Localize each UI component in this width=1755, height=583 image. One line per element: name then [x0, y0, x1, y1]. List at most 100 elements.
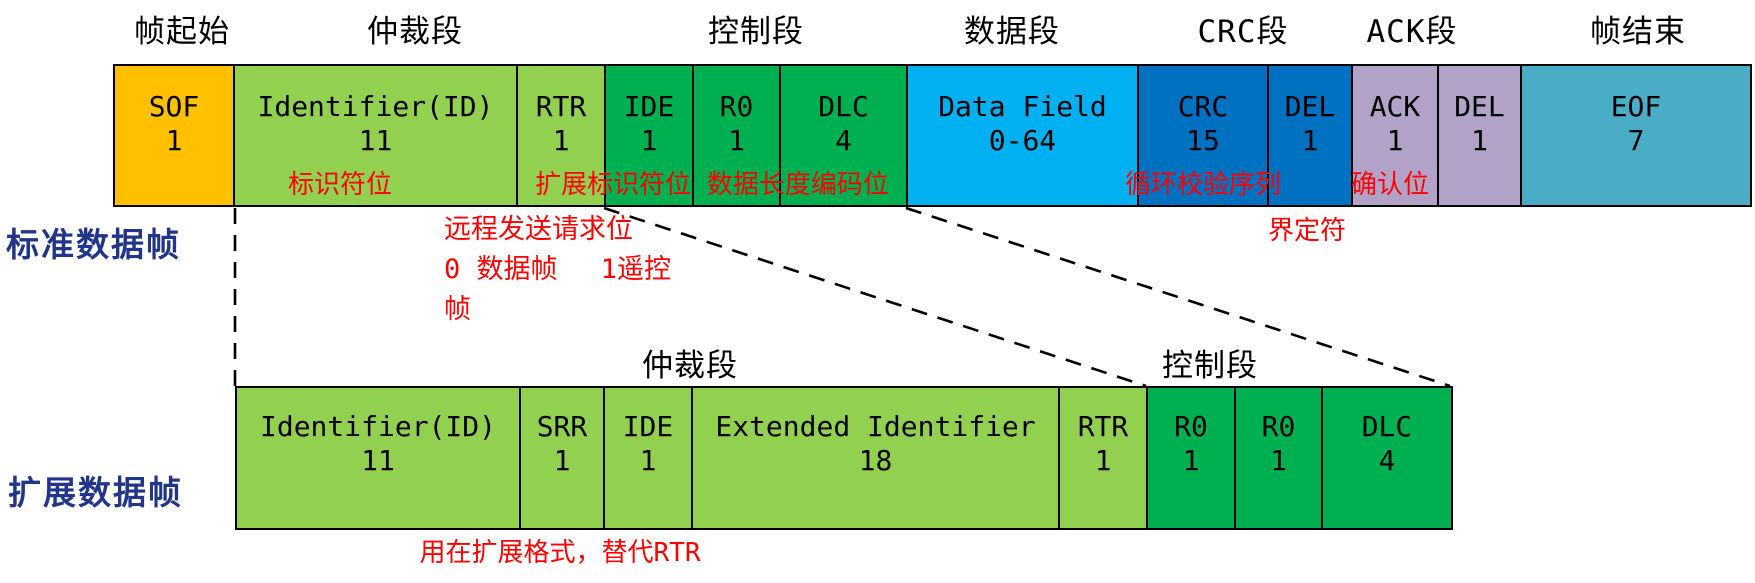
standard-cell-del-after-crc-bits: 1 [1301, 123, 1319, 157]
standard-cell-ide-label: IDE [623, 89, 675, 123]
standard-cell-sof-label: SOF [148, 89, 200, 123]
annotation-ack-note: 确认位 [1350, 170, 1430, 200]
annotation-rtr-note-line-0: 远程发送请求位 [444, 214, 633, 245]
extended-cell-identifier-id-label: Identifier(ID) [259, 410, 496, 443]
standard-cell-ack-label: ACK [1369, 89, 1421, 123]
standard-cell-eof-label: EOF [1610, 89, 1662, 123]
standard-cell-ack-bits: 1 [1386, 123, 1404, 157]
extended-segment-header-1: 控制段 [1162, 348, 1258, 384]
extended-cell-srr-label: SRR [536, 410, 588, 443]
standard-cell-identifier-id-text: Identifier(ID)11 [257, 90, 493, 158]
standard-cell-identifier-id-bits: 11 [358, 123, 393, 157]
extended-cell-r0-b-label: R0 [1261, 410, 1296, 443]
standard-segment-header-5: ACK段 [1366, 14, 1458, 50]
standard-cell-r0-bits: 1 [728, 123, 745, 157]
extended-cell-extended-identifier-label: Extended Identifier [715, 410, 1036, 443]
standard-segment-header-6: 帧结束 [1590, 14, 1686, 50]
standard-segment-header-2: 控制段 [708, 14, 804, 50]
extended-cell-dlc-label: DLC [1361, 410, 1413, 443]
extended-frame-row-label: 扩展数据帧 [8, 473, 183, 512]
standard-cell-del-after-ack-bits: 1 [1471, 123, 1488, 157]
extended-cell-identifier-id-text: Identifier(ID)11 [260, 410, 496, 478]
standard-segment-header-1: 仲裁段 [367, 14, 463, 50]
annotation-crc-note: 循环校验序列 [1124, 170, 1282, 200]
extended-cell-ide-label: IDE [622, 410, 674, 443]
extended-cell-r0-a-bits: 1 [1182, 444, 1200, 477]
standard-cell-del-after-crc-label: DEL [1284, 89, 1336, 123]
standard-frame-row-label: 标准数据帧 [6, 225, 181, 264]
extended-cell-rtr-bits: 1 [1094, 444, 1112, 477]
annotation-identifier-note: 标识符位 [287, 170, 393, 200]
extended-cell-identifier-id: Identifier(ID)11 [235, 386, 519, 530]
annotation-rtr-note-line-2: 帧 [444, 294, 471, 325]
standard-cell-crc-label: CRC [1177, 89, 1229, 123]
standard-segment-header-3: 数据段 [964, 14, 1060, 50]
standard-cell-crc-bits: 15 [1186, 123, 1220, 157]
annotation-control-note: 扩展标识符位 数据长度编码位 [535, 170, 889, 200]
standard-cell-ide-bits: 1 [640, 123, 658, 157]
standard-cell-eof-bits: 7 [1627, 123, 1645, 157]
standard-cell-data-field-bits: 0-64 [988, 123, 1057, 157]
standard-cell-dlc-bits: 4 [835, 123, 852, 157]
extended-cell-r0-a-label: R0 [1174, 410, 1208, 443]
extended-cell-identifier-id-bits: 11 [361, 444, 395, 477]
standard-segment-header-0: 帧起始 [134, 14, 230, 50]
standard-cell-sof-bits: 1 [165, 123, 183, 157]
annotation-del-note: 界定符 [1267, 216, 1347, 246]
annotation-rtr-note-line-1: 0 数据帧 1遥控 [444, 254, 672, 285]
annotation-srr-note: 用在扩展格式，替代RTR [419, 538, 701, 568]
standard-cell-dlc-label: DLC [818, 89, 869, 123]
standard-cell-rtr-label: RTR [535, 89, 587, 123]
standard-cell-r0-label: R0 [719, 89, 754, 123]
extended-cell-srr-bits: 1 [553, 444, 571, 477]
standard-cell-del-after-ack-label: DEL [1454, 89, 1505, 123]
standard-cell-data-field-label: Data Field [938, 89, 1107, 123]
extended-cell-extended-identifier-bits: 18 [858, 444, 893, 477]
extended-cell-dlc-bits: 4 [1378, 444, 1396, 477]
annotation-rtr-note: 远程发送请求位 0 数据帧 1遥控帧 [444, 210, 671, 330]
standard-cell-identifier-id: Identifier(ID)11 [233, 64, 516, 207]
standard-cell-rtr-bits: 1 [552, 123, 570, 157]
extended-cell-rtr-label: RTR [1077, 410, 1129, 443]
standard-segment-header-4: CRC段 [1197, 14, 1289, 50]
extended-cell-r0-b-bits: 1 [1270, 444, 1287, 477]
extended-cell-ide-bits: 1 [639, 444, 657, 477]
extended-segment-header-0: 仲裁段 [642, 348, 738, 384]
